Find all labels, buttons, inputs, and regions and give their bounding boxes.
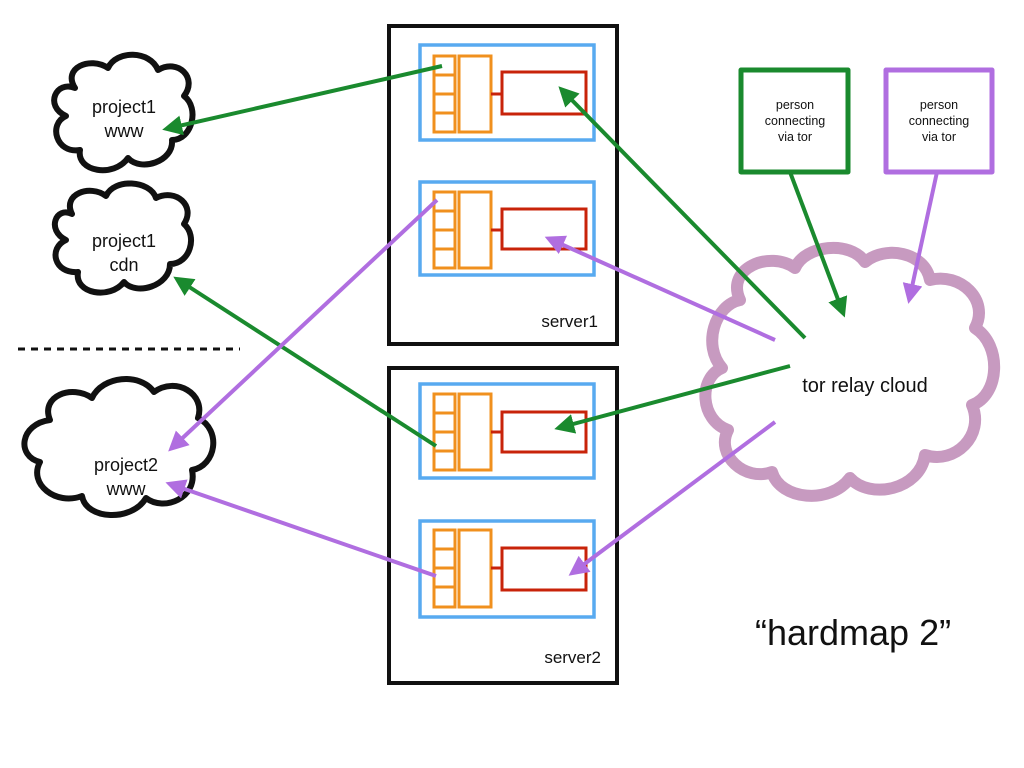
container-frame bbox=[418, 382, 596, 480]
person-purple-line3: via tor bbox=[922, 130, 956, 144]
cloud-tor-relay: tor relay cloud bbox=[699, 241, 1001, 502]
diagram-caption: “hardmap 2” bbox=[755, 612, 951, 653]
arrow-purple-to-project2-www bbox=[168, 198, 439, 452]
person-green-box bbox=[738, 67, 851, 175]
cloud-project1-www: project1 www bbox=[51, 51, 196, 174]
arrow-green-relay-to-server1 bbox=[558, 86, 807, 340]
cloud-project1-www-line2: www bbox=[104, 121, 145, 141]
container-server2-a bbox=[418, 382, 596, 480]
tor-relay-cloud-label: tor relay cloud bbox=[802, 375, 928, 397]
person-green-line3: via tor bbox=[778, 130, 812, 144]
person-green: person connecting via tor bbox=[738, 67, 851, 175]
service-block bbox=[500, 410, 588, 454]
cloud-project2-www-line1: project2 bbox=[94, 455, 158, 475]
service-block bbox=[500, 70, 588, 116]
green-arrows bbox=[162, 64, 848, 448]
cloud-project1-cdn: project1 cdn bbox=[52, 180, 195, 296]
server2-label: server2 bbox=[544, 648, 601, 667]
cloud-project1-cdn-line2: cdn bbox=[109, 255, 138, 275]
container-frame bbox=[418, 43, 596, 142]
arrow-green-relay-to-server2 bbox=[554, 364, 791, 434]
person-green-line1: person bbox=[776, 98, 814, 112]
container-frame bbox=[418, 180, 596, 277]
cloud-project2-www: project2 www bbox=[21, 376, 217, 518]
arrow-purple-relay-to-server2 bbox=[568, 420, 777, 576]
arrow-green-to-project1-www bbox=[162, 64, 443, 136]
arrow-purple-person-to-relay bbox=[902, 171, 939, 304]
cloud-project2-www-line2: www bbox=[106, 479, 147, 499]
arrow-purple-relay-to-server1 bbox=[544, 235, 776, 342]
server1-label: server1 bbox=[541, 312, 598, 331]
purple-arrows bbox=[165, 171, 939, 578]
arrow-purple-server2-to-project2 bbox=[165, 479, 437, 578]
person-green-line2: connecting bbox=[765, 114, 826, 128]
server1: server1 bbox=[387, 24, 619, 346]
person-purple-box bbox=[883, 67, 995, 175]
container-server1-a bbox=[418, 43, 596, 142]
cloud-project1-www-line1: project1 bbox=[92, 97, 156, 117]
person-purple-line1: person bbox=[920, 98, 958, 112]
person-purple-line2: connecting bbox=[909, 114, 970, 128]
person-purple: person connecting via tor bbox=[883, 67, 995, 175]
arrow-green-person-to-relay bbox=[788, 171, 848, 318]
service-block bbox=[500, 207, 588, 251]
cloud-project1-cdn-line1: project1 bbox=[92, 231, 156, 251]
server2: server2 bbox=[387, 366, 619, 685]
arrow-green-to-project1-cdn bbox=[173, 276, 438, 448]
container-server1-b bbox=[418, 180, 596, 277]
